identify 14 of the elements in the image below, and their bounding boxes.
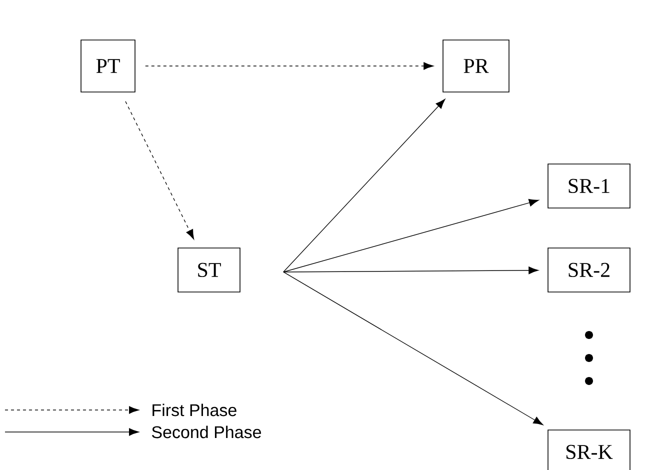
legend-text: Second Phase <box>152 426 261 438</box>
arrow <box>145 62 434 70</box>
node-box: SR-K <box>548 430 630 470</box>
arrow <box>283 98 446 272</box>
node-box: PR <box>442 40 510 92</box>
node-box: ST <box>178 248 240 292</box>
arrow <box>125 101 194 240</box>
node-box: SR-1 <box>548 164 630 208</box>
arrow <box>283 199 539 272</box>
arrow <box>283 272 544 426</box>
node-box: SR-2 <box>548 248 630 292</box>
node-box: PT <box>80 40 136 92</box>
arrow <box>283 266 538 274</box>
legend-text: First Phase <box>152 404 236 416</box>
